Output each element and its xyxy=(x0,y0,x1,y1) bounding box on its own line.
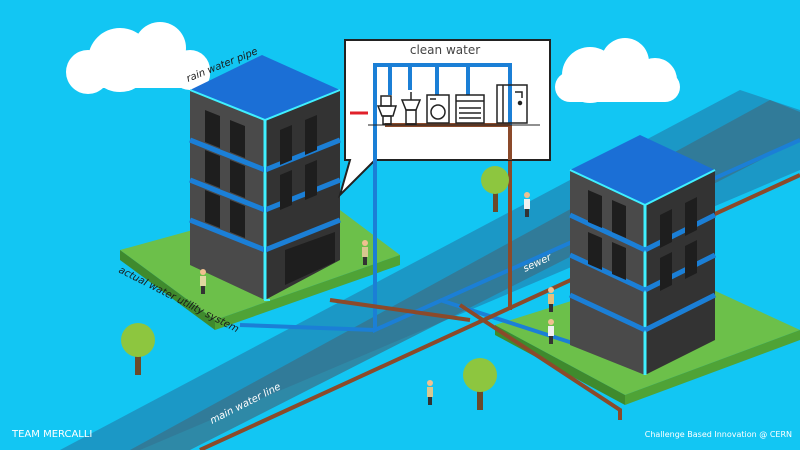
tree-top xyxy=(481,166,509,212)
sink-icon xyxy=(400,92,422,125)
clean-water-callout: clean water xyxy=(337,39,551,199)
cloud-left xyxy=(66,22,226,112)
rain-water-pipe xyxy=(264,120,270,301)
credit-label: Challenge Based Innovation @ CERN xyxy=(645,430,792,439)
washing-machine-icon xyxy=(426,94,450,124)
cloud-right xyxy=(555,38,680,103)
tree-left xyxy=(121,323,155,375)
clean-water-label: clean water xyxy=(410,43,480,57)
toilet-icon xyxy=(376,95,398,125)
shower-icon xyxy=(496,84,528,124)
person-figure xyxy=(200,192,554,405)
tree-bottom xyxy=(463,358,497,410)
dishwasher-icon xyxy=(455,94,485,124)
building-right xyxy=(568,135,717,375)
team-label: TEAM MERCALLI xyxy=(11,429,92,440)
